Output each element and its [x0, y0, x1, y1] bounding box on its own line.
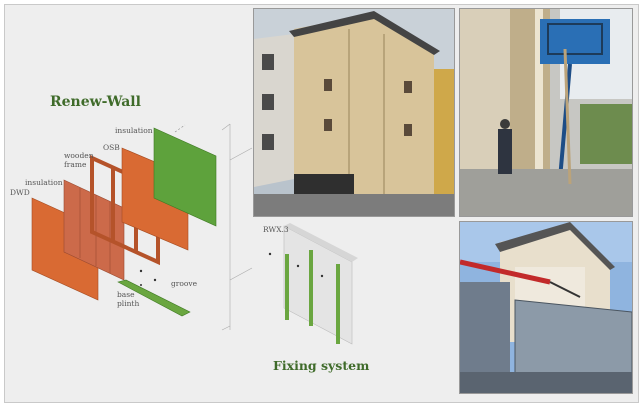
fixing-rail: [336, 264, 340, 344]
base-plinth: [117, 279, 191, 317]
fixing-rail: [285, 254, 289, 320]
label-base-plinth: base plinth: [117, 290, 140, 308]
label-wooden-frame: wooden frame: [64, 151, 94, 169]
fixing-rail: [309, 250, 313, 326]
fixing-system-title: Fixing system: [273, 358, 370, 373]
lift-installation-photo: [459, 8, 633, 217]
label-dwd: DWD: [10, 188, 30, 197]
crane-panel-photo: [459, 221, 633, 394]
label-insulation-left: insulation: [25, 178, 63, 187]
label-rwx3: RWX.3: [263, 225, 289, 234]
label-osb: OSB: [103, 143, 120, 152]
facade-retrofit-photo: [253, 8, 455, 217]
label-groove: groove: [171, 279, 198, 288]
insulation-panel-green: [153, 127, 217, 227]
renew-wall-title: Renew-Wall: [50, 94, 141, 110]
label-insulation-top: insulation: [115, 126, 153, 135]
